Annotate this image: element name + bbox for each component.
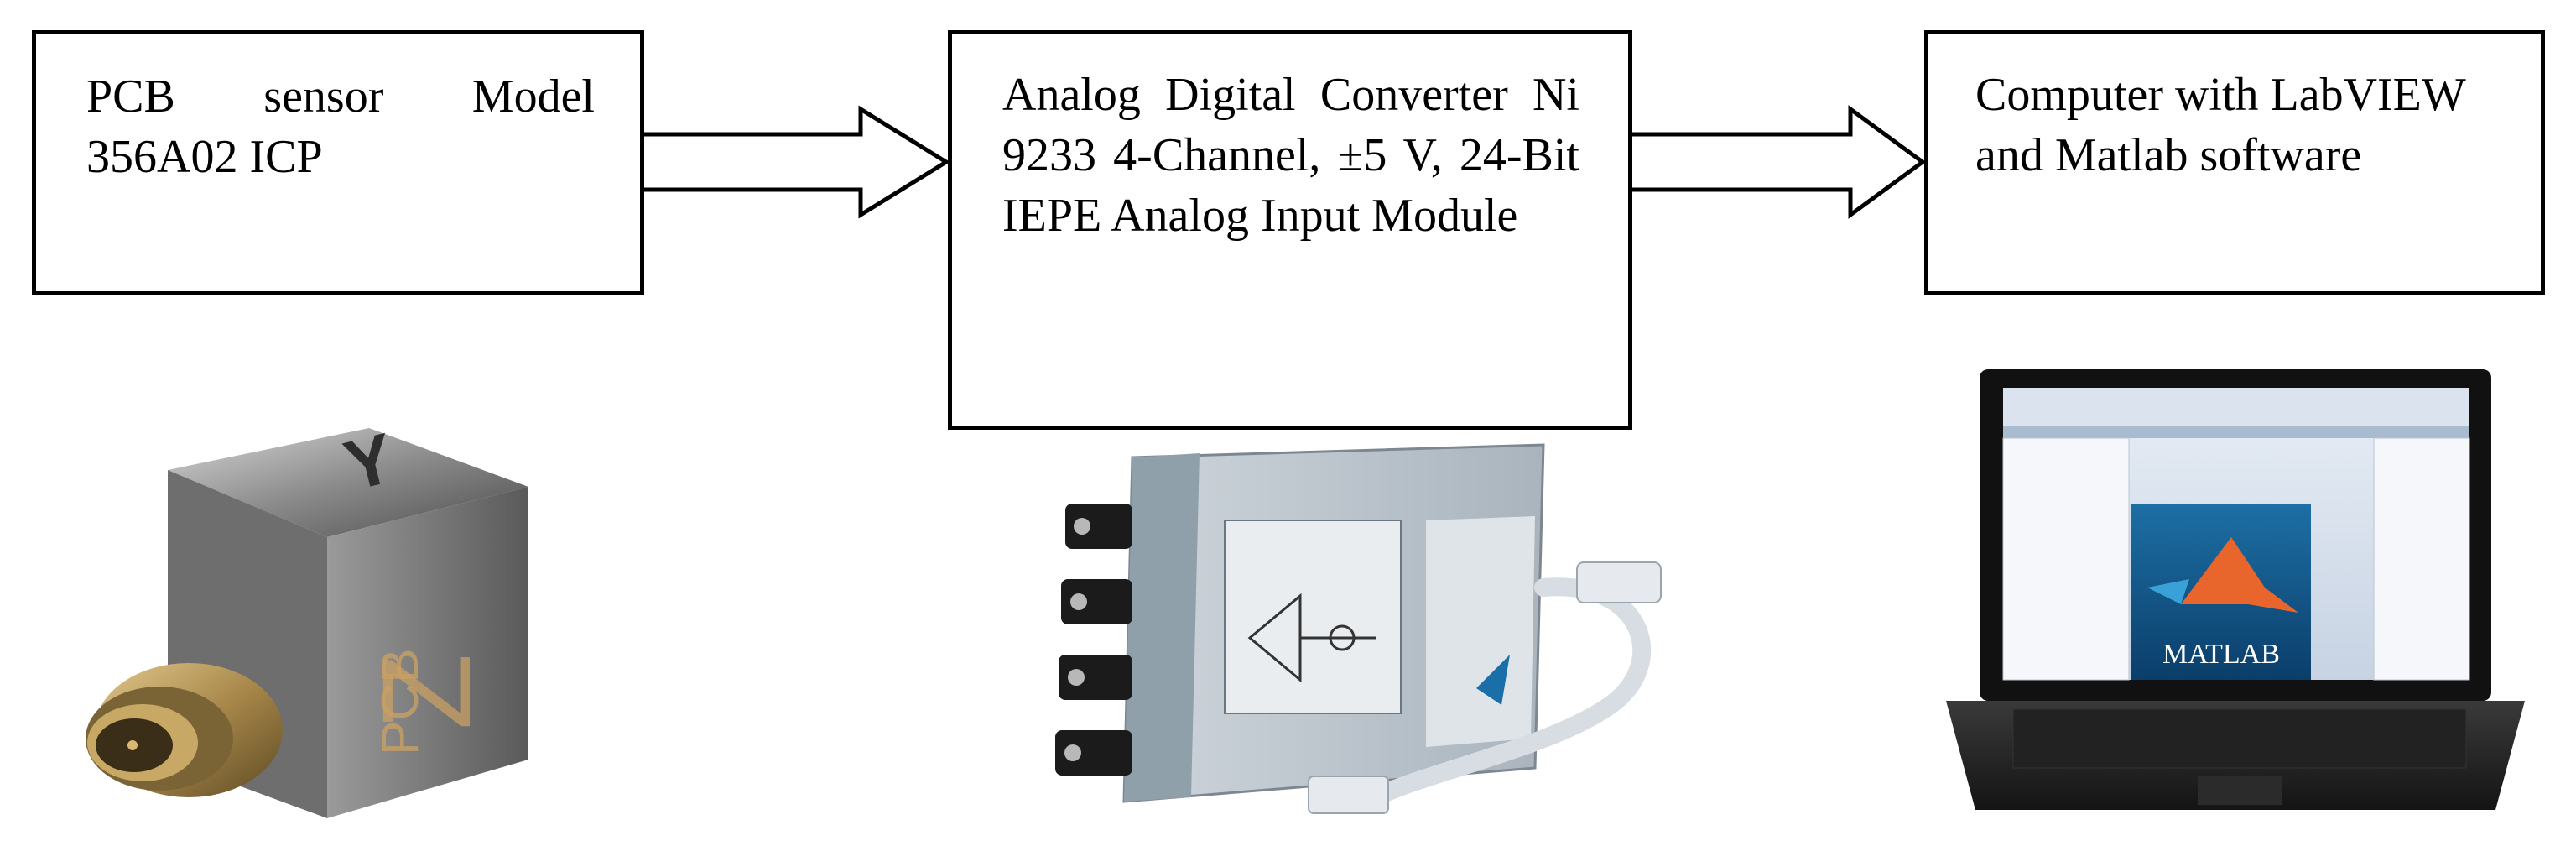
accelerometer-photo: Y Z PCB <box>86 418 528 818</box>
adc-block: Analog Digital Converter Ni 9233 4-Chann… <box>948 30 1632 430</box>
adc-block-label: Analog Digital Converter Ni 9233 4-Chann… <box>1002 69 1579 242</box>
laptop-photo: MATLAB <box>1946 369 2525 810</box>
arrow-adc-to-computer <box>1632 105 1927 219</box>
computer-block: Computer with LabVIEW and Matlab softwar… <box>1924 30 2545 295</box>
sensor-brand-marking: PCB <box>372 649 429 755</box>
computer-block-label: Computer with LabVIEW and Matlab softwar… <box>1975 69 2465 181</box>
arrow-sensor-to-adc <box>644 105 950 219</box>
daq-module-photo <box>1055 443 1662 814</box>
sensor-side-marking: Z <box>356 653 497 730</box>
sensor-block-label: PCB sensor Model 356A02 ICP <box>86 70 595 183</box>
matlab-splash-label: MATLAB <box>2162 639 2280 670</box>
sensor-block: PCB sensor Model 356A02 ICP <box>32 30 644 295</box>
